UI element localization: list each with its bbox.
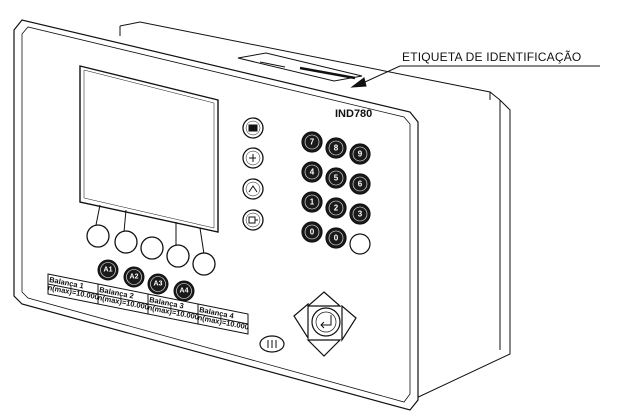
model-name: IND780 <box>335 108 373 120</box>
numeric-key-label: 2 <box>334 204 339 213</box>
softkey-3[interactable] <box>140 236 164 260</box>
numeric-key-0[interactable]: 0 <box>301 221 323 243</box>
numeric-key-1[interactable]: 1 <box>301 191 323 213</box>
softkey-2[interactable] <box>114 230 138 254</box>
decimal-key[interactable]: . <box>349 233 371 255</box>
numeric-key-0[interactable]: 0 <box>325 227 347 249</box>
numeric-key-label: 0 <box>310 228 315 237</box>
softkey-row <box>86 224 216 276</box>
arrow-right-icon[interactable] <box>341 304 357 343</box>
tare-key[interactable] <box>242 147 264 169</box>
application-key-label: A4 <box>180 288 189 295</box>
scale-key[interactable] <box>242 117 264 139</box>
application-key-a4[interactable]: A4 <box>173 280 195 302</box>
numeric-keypad: 7 8 9 4 5 6 1 2 3 0 0. <box>301 131 371 255</box>
application-key-a3[interactable]: A3 <box>147 273 169 295</box>
numeric-key-label: 4 <box>310 168 315 177</box>
arrow-left-icon[interactable] <box>293 302 309 341</box>
print-icon <box>248 216 258 224</box>
identification-label-callout: ETIQUETA DE IDENTIFICAÇÃO <box>402 50 582 64</box>
numeric-key-7[interactable]: 7 <box>301 131 323 153</box>
arrow-up-icon[interactable] <box>306 291 342 307</box>
numeric-key-6[interactable]: 6 <box>349 173 371 195</box>
application-key-a1[interactable]: A1 <box>97 259 119 281</box>
numeric-key-9[interactable]: 9 <box>349 143 371 165</box>
callout-leader <box>350 65 600 88</box>
tare-icon <box>249 154 256 162</box>
numeric-key-2[interactable]: 2 <box>325 197 347 219</box>
softkey-leaders <box>95 204 205 255</box>
numeric-key-label: 6 <box>358 180 363 189</box>
print-key[interactable] <box>242 209 264 231</box>
enter-icon <box>320 315 332 329</box>
scale-label-boxes <box>47 273 249 335</box>
softkey-4[interactable] <box>166 244 190 268</box>
application-key-label: A3 <box>154 281 163 288</box>
scale-icon <box>248 124 258 132</box>
display-screen <box>79 65 219 233</box>
power-icon <box>267 340 277 348</box>
numeric-key-label: 7 <box>310 138 315 147</box>
softkey-5[interactable] <box>192 252 216 276</box>
numeric-key-label: . <box>359 240 361 249</box>
zero-icon <box>248 185 258 193</box>
enclosure <box>119 21 511 401</box>
numeric-key-4[interactable]: 4 <box>301 161 323 183</box>
numeric-key-label: 0 <box>334 234 339 243</box>
navigation-cluster <box>293 291 357 357</box>
numeric-key-label: 8 <box>334 144 339 153</box>
numeric-key-label: 9 <box>358 150 363 159</box>
application-key-label: A1 <box>104 267 113 274</box>
zero-key[interactable] <box>242 178 264 200</box>
numeric-key-5[interactable]: 5 <box>325 167 347 189</box>
numeric-key-3[interactable]: 3 <box>349 203 371 225</box>
application-key-a2[interactable]: A2 <box>123 266 145 288</box>
application-key-label: A2 <box>130 274 139 281</box>
arrow-down-icon[interactable] <box>306 339 342 357</box>
softkey-1[interactable] <box>86 224 110 248</box>
numeric-key-label: 5 <box>334 174 339 183</box>
function-keys <box>242 117 264 231</box>
numeric-key-label: 3 <box>358 210 363 219</box>
power-button[interactable] <box>259 335 285 353</box>
numeric-key-label: 1 <box>310 198 315 207</box>
numeric-key-8[interactable]: 8 <box>325 137 347 159</box>
